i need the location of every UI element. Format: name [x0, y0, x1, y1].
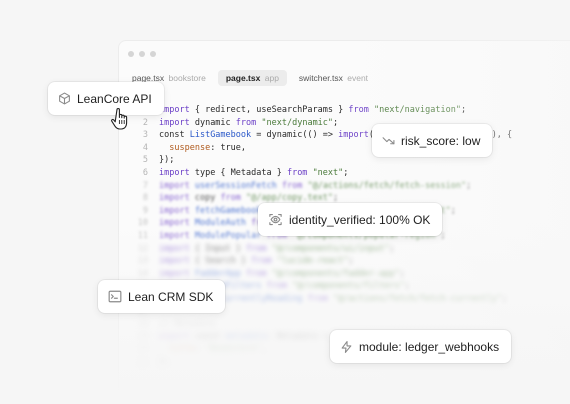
- code-text: });: [159, 155, 175, 166]
- line-number: 13: [137, 256, 148, 267]
- chip-label: module: ledger_webhooks: [359, 339, 500, 354]
- code-line: 7 import userSessionFetch from "@/actions…: [128, 180, 512, 193]
- code-text: import { redirect, useSearchParams } fro…: [159, 105, 467, 115]
- tab-sub-label: bookstore: [168, 73, 206, 83]
- chip-label: identity_verified: 100% OK: [289, 212, 431, 227]
- code-line: 18 // Metadata: [128, 318, 512, 331]
- code-text: import dynamic from "next/dynamic";: [159, 117, 339, 128]
- line-number: 20: [137, 344, 148, 355]
- tab-switcher-event[interactable]: switcher.tsx event: [291, 70, 376, 86]
- code-text: import type { Metadata } from "next";: [159, 167, 349, 178]
- leancore-api-chip[interactable]: LeanCore API: [48, 82, 164, 115]
- eye-scan-icon: [268, 212, 283, 227]
- module-chip[interactable]: module: ledger_webhooks: [330, 330, 512, 363]
- maximize-dot[interactable]: [150, 51, 156, 57]
- trend-down-icon: [382, 134, 395, 147]
- code-text: // Metadata: [159, 319, 216, 330]
- chip-label: Lean CRM SDK: [128, 289, 214, 304]
- line-number: 4: [142, 142, 148, 153]
- code-line: 12 import { Input } from "@/components/ui…: [128, 243, 512, 256]
- code-text: import { Input } from "@/components/ui/i…: [159, 243, 395, 254]
- line-number: 10: [137, 218, 148, 229]
- risk-score-chip[interactable]: risk_score: low: [372, 124, 493, 157]
- chip-label: risk_score: low: [401, 133, 481, 148]
- close-dot[interactable]: [128, 51, 134, 57]
- code-text: import FadderApp from "@/components/fadd…: [159, 268, 405, 279]
- tab-file-name: page.tsx: [225, 73, 261, 83]
- code-text: import copy from "@/app/copy.text";: [159, 193, 339, 204]
- line-number: 8: [142, 193, 148, 204]
- code-line: 6 import type { Metadata } from "next";: [128, 167, 512, 180]
- code-text: };: [159, 356, 170, 367]
- tab-file-name: switcher.tsx: [298, 73, 343, 83]
- bolt-icon: [340, 340, 353, 354]
- chip-label: LeanCore API: [77, 91, 152, 106]
- line-number: 12: [137, 243, 148, 254]
- code-text: import userSessionFetch from "@/actions/…: [159, 180, 472, 191]
- line-number: 19: [137, 331, 148, 342]
- tab-sub-label: event: [347, 73, 369, 83]
- line-number: 7: [142, 180, 148, 191]
- line-number: 14: [137, 268, 148, 279]
- line-number: 5: [142, 155, 148, 166]
- tab-sub-label: app: [264, 73, 279, 83]
- code-line: 13 import { Search } from "lucide-react";: [128, 255, 512, 268]
- minimize-dot[interactable]: [139, 51, 145, 57]
- cube-icon: [58, 92, 71, 105]
- line-number: 18: [137, 319, 148, 330]
- lean-crm-sdk-chip[interactable]: Lean CRM SDK: [98, 280, 226, 313]
- code-line: 14 import FadderApp from "@/components/fa…: [128, 268, 512, 281]
- identity-verified-chip[interactable]: identity_verified: 100% OK: [258, 203, 443, 236]
- code-text: suspense: true,: [169, 142, 247, 153]
- line-number: 6: [142, 167, 148, 178]
- hand-pointer-icon: [110, 107, 132, 138]
- window-controls: [128, 51, 156, 57]
- code-text: export const metadata: Metadata = {: [159, 331, 339, 342]
- tab-page-app[interactable]: page.tsx app: [217, 70, 287, 86]
- terminal-icon: [108, 290, 122, 303]
- line-number: 21: [137, 356, 148, 367]
- line-number: 11: [137, 230, 148, 241]
- code-text: import { Search } from "lucide-react";: [159, 256, 354, 267]
- code-text: title: "Bookstore",: [169, 344, 267, 355]
- line-number: 9: [142, 205, 148, 216]
